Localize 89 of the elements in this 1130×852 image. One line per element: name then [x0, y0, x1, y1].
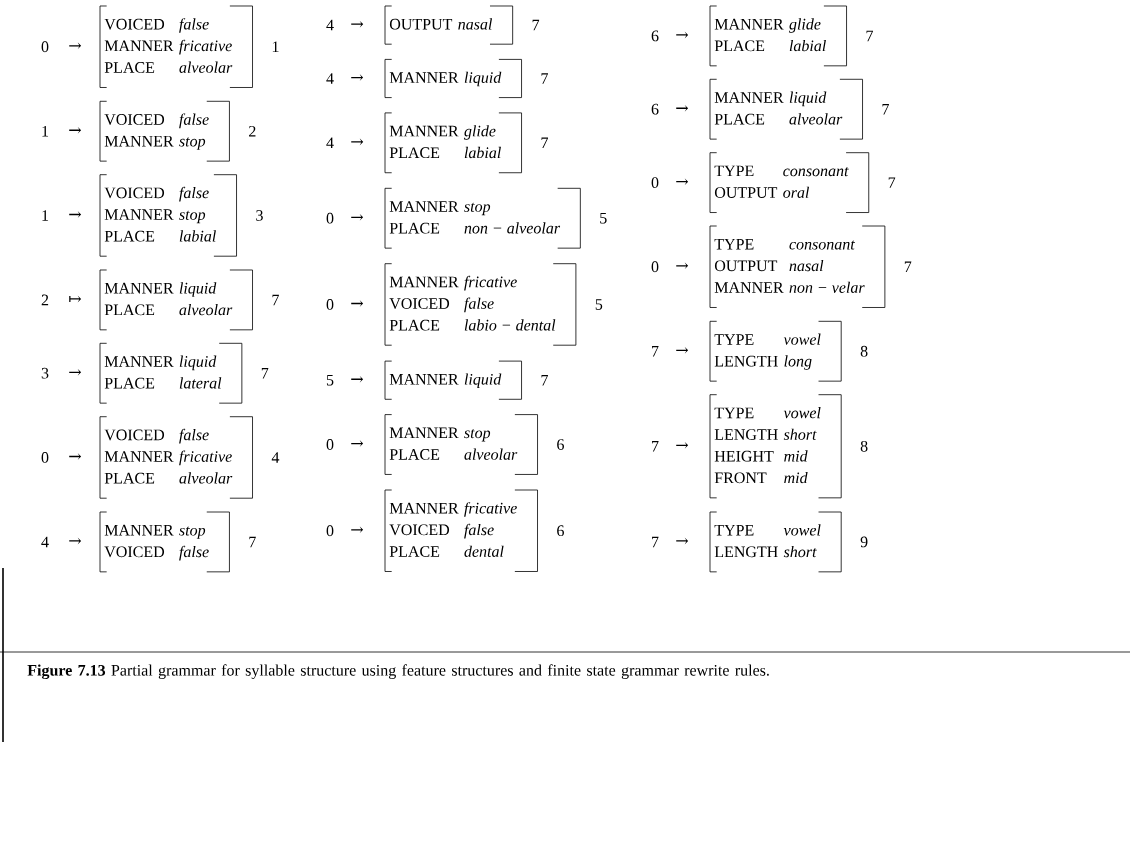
state-number: 7	[272, 294, 279, 306]
state-number: 0	[326, 299, 334, 310]
state-number: 7	[882, 104, 889, 115]
feature-matrix: MANNER liquid	[384, 360, 522, 400]
rewrite-arrow: →	[676, 178, 689, 185]
figure-caption: Figure 7.13 Partial grammar for syllable structure using feature structures and finite state grammar rewrite rules.	[27, 664, 769, 680]
feature-matrix: MANNER liquid PLACE alveolar	[99, 269, 253, 331]
rewrite-arrow: →	[351, 300, 364, 307]
state-number: 0	[326, 439, 334, 450]
feature-matrix: TYPE vowel LENGTH short HEIGHT mid FRONT mid	[709, 394, 842, 499]
rewrite-arrow: →	[351, 526, 364, 534]
state-number: 0	[326, 212, 334, 224]
state-number: 7	[888, 177, 896, 188]
feature-matrix: MANNER liquid PLACE alveolar	[709, 78, 863, 140]
state-number: 7	[532, 19, 540, 31]
state-number: 7	[652, 536, 659, 548]
feature-matrix: VOICED false MANNER stop	[99, 100, 230, 162]
rewrite-arrow: →	[676, 442, 689, 449]
state-number: 4	[326, 19, 334, 31]
state-number: 0	[651, 177, 659, 188]
feature-matrix: TYPE vowel LENGTH short	[709, 511, 842, 573]
feature-matrix: OUTPUT nasal	[384, 5, 514, 45]
feature-matrix: VOICED false MANNER fricative PLACE alveolar	[99, 5, 253, 88]
state-number: 5	[600, 212, 607, 224]
state-number: 3	[41, 367, 49, 379]
rewrite-arrow: →	[676, 347, 689, 354]
feature-matrix: MANNER stop VOICED false	[99, 511, 230, 573]
feature-matrix: MANNER glide PLACE labial	[384, 112, 522, 174]
feature-matrix: TYPE vowel LENGTH long	[709, 320, 842, 382]
state-number: 7	[866, 30, 873, 42]
rewrite-arrow: →	[676, 31, 689, 39]
state-number: 0	[41, 41, 49, 53]
rewrite-arrow: →	[351, 440, 364, 447]
rewrite-arrow: →	[676, 537, 689, 545]
state-number: 7	[652, 346, 659, 357]
feature-matrix: MANNER fricative VOICED false PLACE labio − dental	[384, 263, 577, 346]
state-number: 0	[326, 525, 334, 537]
rewrite-arrow: →	[351, 74, 364, 81]
state-number: 0	[651, 261, 659, 273]
state-number: 2	[249, 125, 256, 137]
rewrite-arrow: →	[351, 376, 364, 383]
rewrite-arrow: →	[69, 537, 82, 545]
state-number: 7	[652, 441, 659, 452]
state-number: 7	[541, 374, 548, 386]
state-number: 8	[860, 345, 868, 357]
state-number: 7	[249, 536, 256, 548]
rewrite-arrow: →	[351, 138, 364, 146]
rewrite-arrow: →	[69, 369, 82, 376]
state-number: 5	[326, 374, 334, 386]
feature-matrix: MANNER stop PLACE alveolar	[384, 414, 538, 475]
feature-matrix: MANNER liquid	[384, 59, 522, 98]
rewrite-arrow: →	[69, 42, 82, 50]
state-number: 7	[904, 261, 912, 272]
rewrite-arrow: →	[69, 211, 82, 218]
state-number: 6	[651, 30, 659, 42]
state-number: 8	[860, 440, 868, 452]
feature-matrix: VOICED false MANNER stop PLACE labial	[99, 174, 237, 257]
state-number: 3	[256, 210, 263, 221]
rewrite-arrow: →	[676, 262, 689, 270]
state-number: 6	[557, 439, 564, 450]
feature-matrix: TYPE consonant OUTPUT oral	[709, 152, 870, 213]
feature-matrix: VOICED false MANNER fricative PLACE alveolar	[99, 416, 253, 499]
state-number: 6	[651, 103, 659, 115]
state-number: 0	[41, 452, 49, 463]
state-number: 1	[42, 210, 49, 221]
state-number: 6	[557, 525, 564, 537]
feature-matrix: MANNER stop PLACE non − alveolar	[384, 187, 581, 249]
feature-matrix: MANNER glide PLACE labial	[709, 5, 847, 67]
state-number: 1	[42, 125, 49, 137]
state-number: 4	[326, 73, 334, 84]
state-number: 2	[41, 294, 49, 306]
rewrite-arrow: →	[69, 127, 82, 134]
rewrite-arrow: →	[351, 20, 364, 28]
rewrite-arrow: ↦	[69, 295, 82, 303]
state-number: 4	[326, 137, 334, 149]
rewrite-arrow: →	[676, 105, 689, 112]
feature-matrix: MANNER liquid PLACE lateral	[99, 342, 243, 404]
state-number: 4	[271, 452, 280, 463]
rewrite-arrow: →	[351, 214, 364, 221]
state-number: 7	[541, 73, 548, 84]
state-number: 7	[541, 137, 548, 149]
state-number: 5	[595, 299, 603, 310]
state-number: 1	[272, 41, 279, 52]
rewrite-arrow: →	[69, 453, 82, 460]
state-number: 9	[860, 536, 868, 548]
state-number: 7	[261, 368, 269, 379]
feature-matrix: MANNER fricative VOICED false PLACE dental	[384, 489, 538, 572]
state-number: 4	[41, 536, 49, 548]
feature-matrix: TYPE consonant OUTPUT nasal MANNER non − velar	[709, 225, 886, 308]
